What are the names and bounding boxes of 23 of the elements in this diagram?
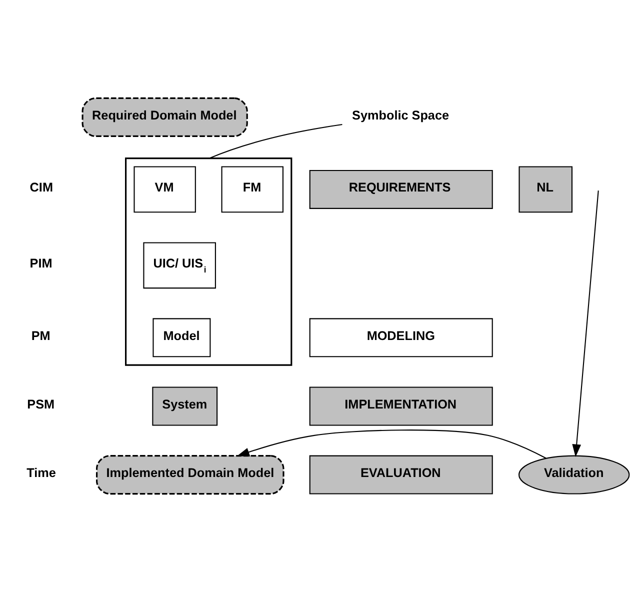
node-box: MODELING	[309, 318, 493, 357]
node-box: VM	[134, 166, 196, 212]
node-box: IMPLEMENTATION	[309, 386, 493, 426]
label: CIM	[30, 180, 53, 194]
label: PIM	[30, 256, 52, 270]
node-box: NL	[518, 166, 573, 212]
node-ellipse: Validation	[518, 454, 630, 494]
node-box: Model	[152, 318, 211, 357]
node-box: Implemented Domain Model	[96, 454, 284, 494]
node-box: REQUIREMENTS	[309, 169, 493, 208]
label: PM	[31, 328, 50, 342]
node-box: EVALUATION	[309, 454, 493, 494]
label: PSM	[27, 396, 55, 411]
cluster	[125, 157, 292, 366]
node-box: FM	[221, 166, 284, 212]
connector	[208, 124, 342, 158]
arrow	[572, 190, 599, 457]
node-box: UIC/ UIS$_{i}$	[143, 242, 216, 288]
node-text: Symbolic Space	[352, 108, 450, 122]
label: Time	[26, 466, 56, 480]
node-box: Required Domain Model	[82, 96, 248, 136]
arrow	[236, 429, 546, 458]
node-box: System	[152, 386, 218, 426]
